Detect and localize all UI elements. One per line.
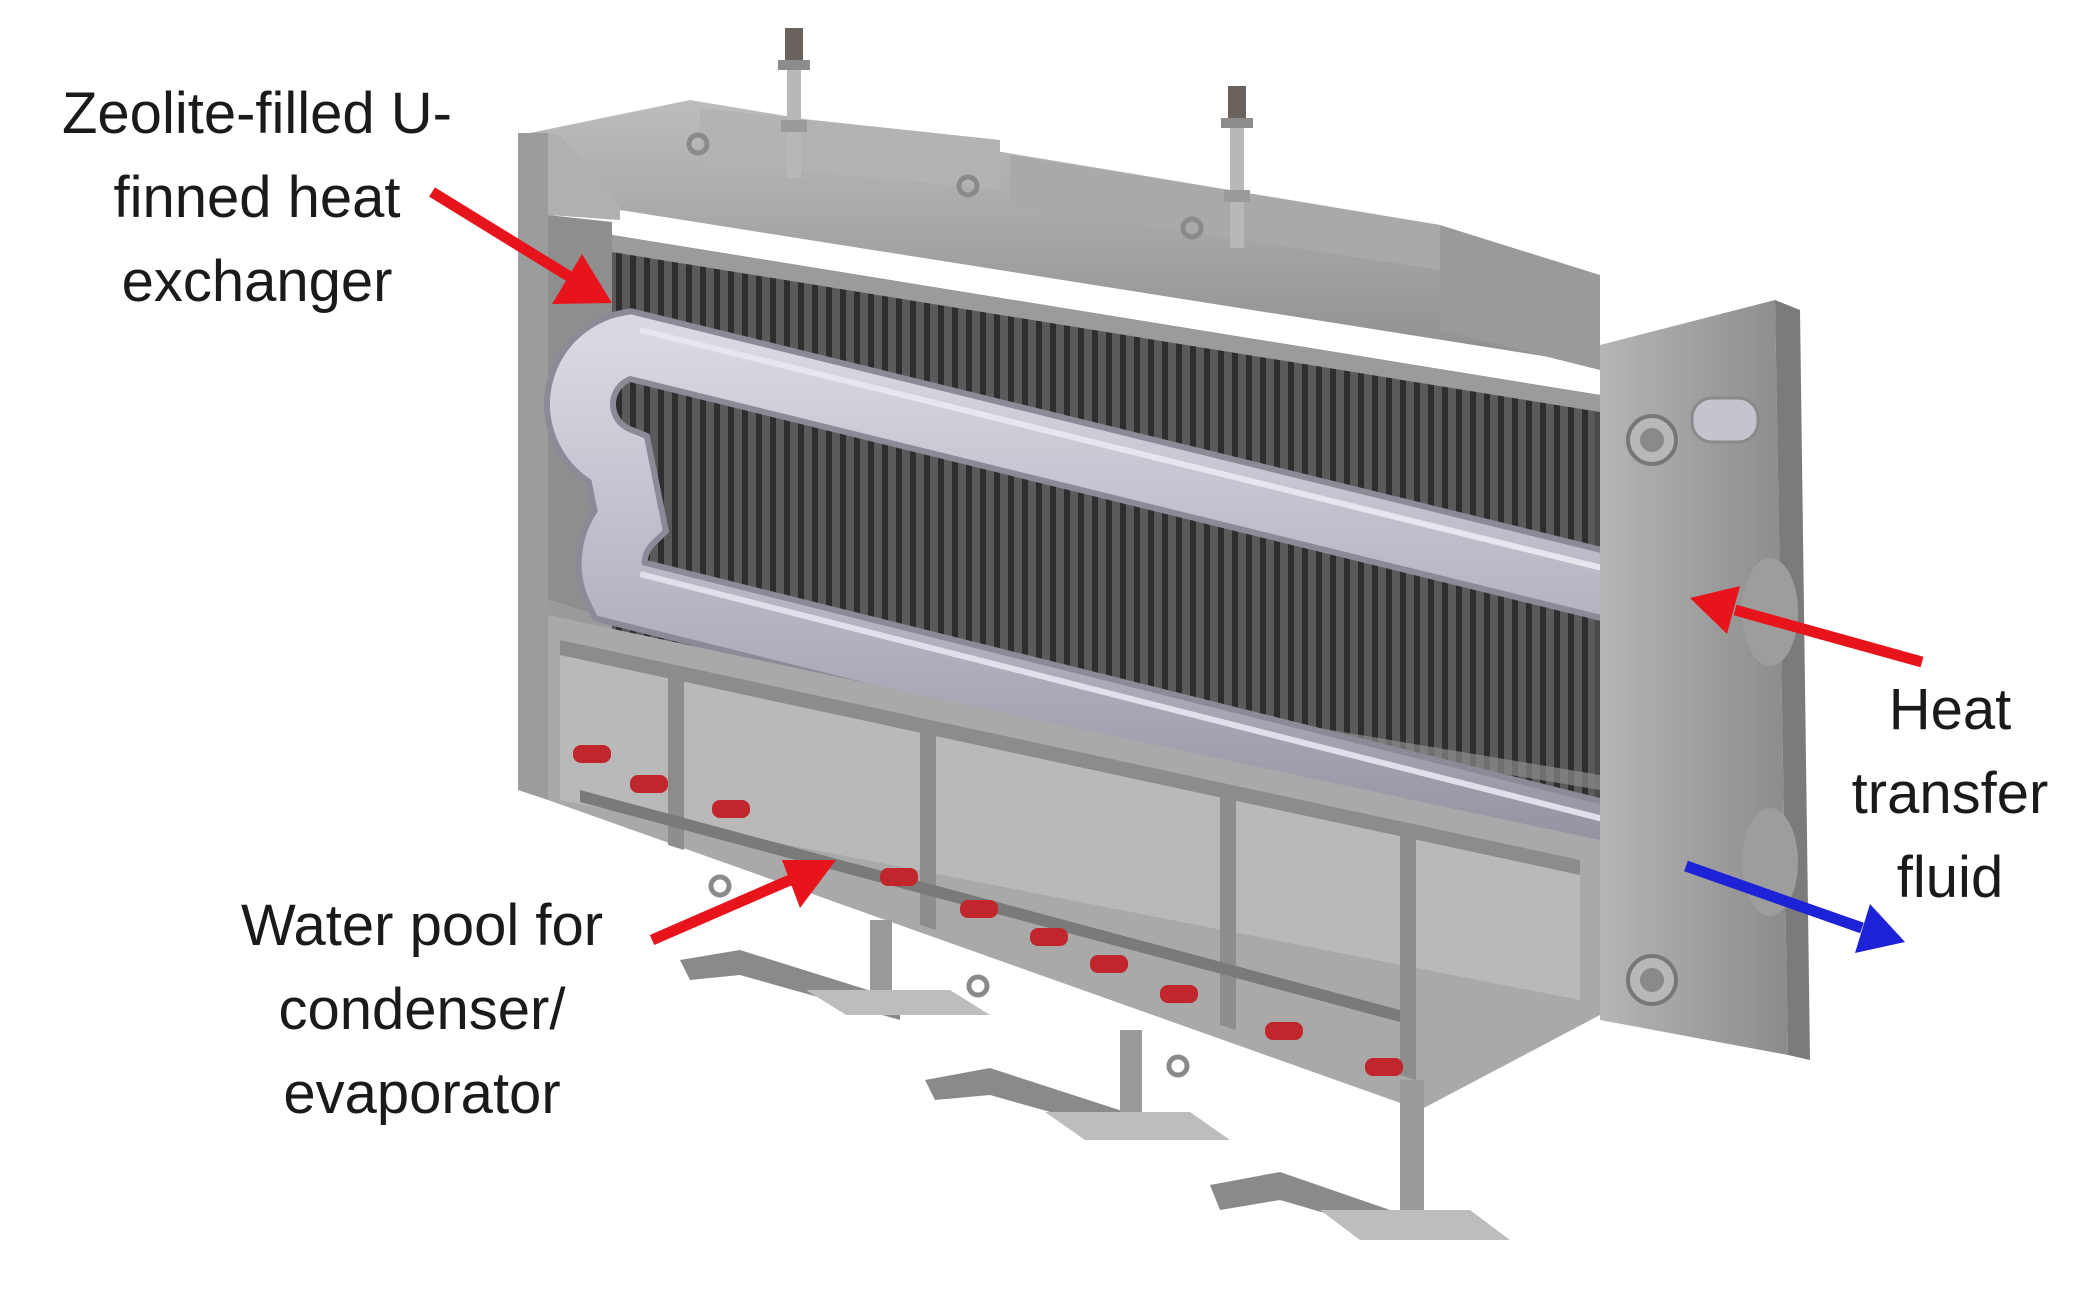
label-line: Zeolite-filled U- [62, 81, 452, 146]
label-line: exchanger [121, 249, 393, 314]
arrow-zeolite [429, 187, 612, 304]
label-line: finned heat [113, 165, 401, 230]
label-line: Water pool for [240, 893, 604, 958]
label-line: condenser/ [278, 977, 566, 1042]
label-line: transfer [1851, 761, 2049, 826]
lifting-eyes [686, 132, 1204, 1078]
vent-pipe-left [778, 28, 810, 178]
water-pool [548, 615, 1600, 1110]
label-heat-transfer-fluid: Heat transfer fluid [1830, 668, 2070, 920]
label-water-pool: Water pool for condenser/ evaporator [212, 884, 632, 1136]
label-line: Heat [1888, 677, 2012, 742]
label-zeolite-heat-exchanger: Zeolite-filled U- finned heat exchanger [22, 72, 492, 324]
support-legs [680, 920, 1510, 1240]
label-line: evaporator [283, 1061, 561, 1126]
red-plugs [573, 745, 1403, 1076]
arrow-htf-in [1690, 586, 1924, 668]
label-line: fluid [1896, 845, 2004, 910]
end-plate [1600, 300, 1810, 1060]
arrow-water-pool [649, 860, 836, 946]
vent-pipe-right [1221, 86, 1253, 248]
u-tube [544, 308, 1789, 915]
arrow-htf-out [1684, 860, 1905, 953]
